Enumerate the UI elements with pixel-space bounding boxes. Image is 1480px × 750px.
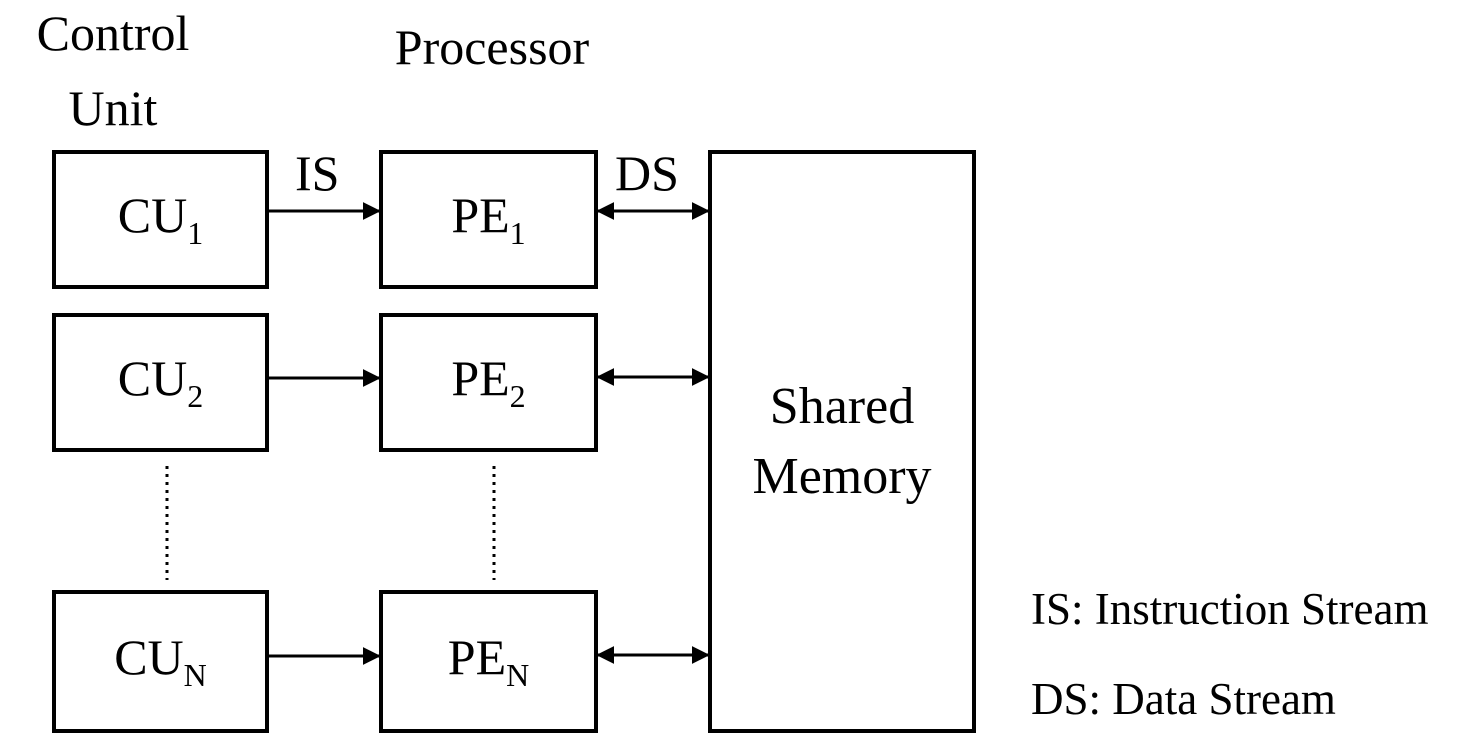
control-unit-box-n: CUN [52,590,269,733]
control-unit-base-2: CU [117,350,188,406]
processor-sub-1: 1 [509,215,526,251]
shared-memory-box: Shared Memory [708,150,976,733]
control-unit-sub-1: 1 [187,215,204,251]
legend-is: IS: Instruction Stream [1031,584,1429,634]
processor-base-n: PE [447,629,507,685]
legend-ds: DS: Data Stream [1031,674,1336,724]
control-unit-sub-2: 2 [187,378,204,414]
control-unit-label-1: CU1 [118,190,203,249]
processor-box-2: PE2 [379,313,598,452]
control-unit-box-1: CU1 [52,150,269,289]
control-unit-label-n: CUN [114,632,207,691]
control-unit-base-n: CU [114,629,184,685]
shared-memory-line2: Memory [752,447,932,505]
processor-box-1: PE1 [379,150,598,289]
control-unit-title-line1: Control [36,5,190,61]
processor-label-2: PE2 [451,353,525,412]
is-label: IS [295,145,340,201]
processor-label-n: PEN [448,632,529,691]
control-unit-title: Control Unit [22,8,204,133]
processor-label-1: PE1 [451,190,525,249]
processor-sub-2: 2 [509,378,526,414]
control-unit-label-2: CU2 [118,353,203,412]
processor-box-n: PEN [379,590,598,733]
control-unit-box-2: CU2 [52,313,269,452]
control-unit-base-1: CU [117,187,188,243]
control-unit-sub-n: N [183,657,207,693]
processor-base-2: PE [451,350,510,406]
processor-base-1: PE [451,187,510,243]
shared-memory-line1: Shared [769,377,915,435]
processor-sub-n: N [506,657,530,693]
processor-title: Processor [394,19,590,75]
control-unit-title-line2: Unit [68,80,158,136]
shared-memory-label: Shared Memory [752,372,931,512]
ds-label: DS [615,145,679,201]
